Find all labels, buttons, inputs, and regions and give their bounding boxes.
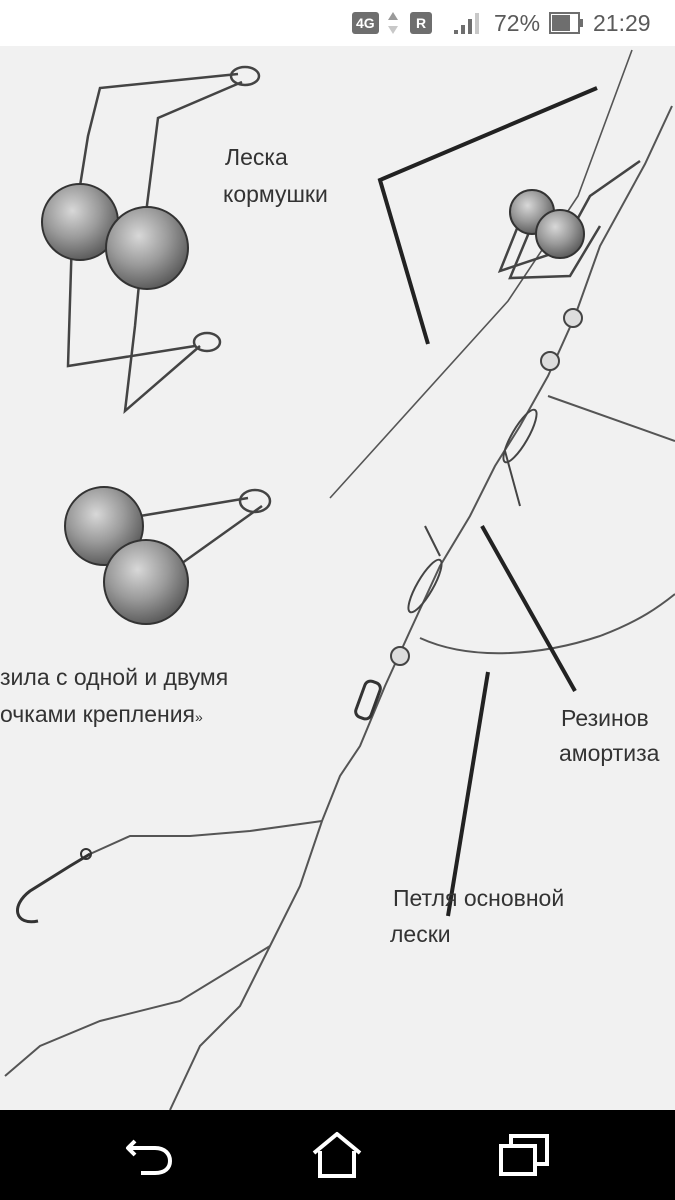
pointer-rubber: [480, 525, 577, 692]
navigation-bar: [0, 1110, 675, 1200]
lead-ball: [105, 206, 189, 290]
data-arrows-icon: [387, 0, 399, 46]
lead-ball: [103, 539, 189, 625]
fish-hook: [16, 852, 91, 924]
feeder-line: [329, 49, 633, 499]
signal-icon: [452, 0, 484, 46]
home-button[interactable]: [307, 1128, 367, 1182]
hook-leader: [89, 820, 323, 855]
roaming-badge: R: [410, 0, 433, 46]
label-rubber-1: Резинов: [561, 705, 649, 731]
recent-apps-icon: [499, 1134, 549, 1176]
pointer-rubber-top: [547, 395, 675, 442]
home-icon: [312, 1132, 362, 1178]
lower-leader: [4, 945, 271, 1077]
recent-apps-button[interactable]: [494, 1128, 554, 1182]
label-feeder-line-2: кормушки: [223, 181, 328, 207]
main-line: [169, 105, 673, 1110]
swivel: [354, 679, 382, 721]
back-button[interactable]: [120, 1128, 180, 1182]
image-viewer[interactable]: Леска кормушки зила с одной и двумя очка…: [0, 46, 675, 1110]
battery-icon: [549, 0, 585, 46]
label-sinkers-2: очками крепления»: [0, 701, 203, 727]
pointer-loop: [446, 671, 490, 917]
clock: 21:29: [593, 9, 651, 36]
status-bar: 4G R 72% 21:29: [0, 0, 675, 46]
battery-percent: 72%: [494, 9, 541, 36]
label-loop-2: лески: [390, 921, 451, 947]
label-sinkers-1: зила с одной и двумя: [0, 664, 229, 690]
fishing-rig-illustration: [4, 49, 675, 1110]
label-loop-1: Петля основной: [393, 885, 565, 911]
pointer-feeder-line: [377, 86, 598, 345]
network-type-badge: 4G: [352, 0, 379, 46]
back-icon: [126, 1139, 173, 1175]
sinker-two-balls: [139, 488, 272, 568]
label-rubber-2: амортиза: [559, 740, 660, 766]
rubber-line: [419, 593, 675, 655]
lead-ball: [535, 209, 585, 259]
label-feeder-line-1: Леска: [225, 144, 288, 170]
